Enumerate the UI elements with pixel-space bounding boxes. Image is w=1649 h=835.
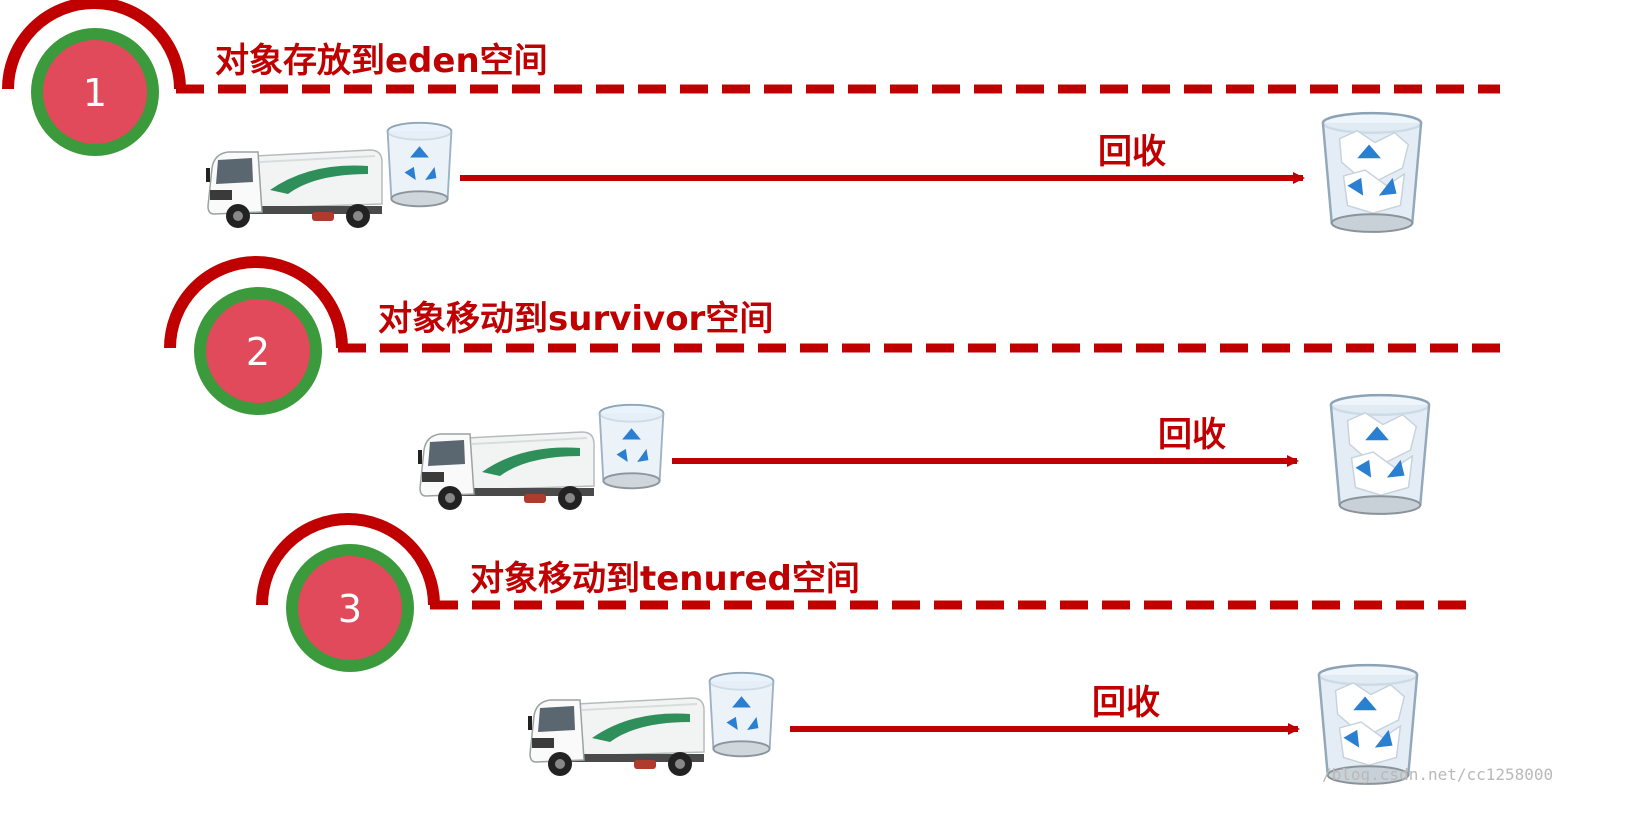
step-2-title: 对象移动到survivor空间 [378, 299, 773, 339]
step-2-number: 2 [246, 330, 270, 374]
sweeper-truck-icon [417, 431, 595, 511]
step-2-arc [164, 256, 348, 349]
recycle-bin-icon [708, 671, 775, 758]
step-3-arc [256, 513, 440, 606]
step-2-badge [194, 287, 322, 415]
step-1-number: 1 [83, 71, 107, 115]
step-3-title: 对象移动到tenured空间 [470, 559, 860, 599]
step-3-arrow-label: 回收 [1092, 683, 1160, 723]
recycle-bin-icon [598, 403, 665, 490]
step-3-badge [286, 544, 414, 672]
recycle-bin-icon [386, 121, 453, 208]
step-2-arrow-label: 回收 [1158, 415, 1226, 455]
recycle-bin-icon [1329, 393, 1431, 516]
step-1-title: 对象存放到eden空间 [215, 41, 548, 81]
watermark: /blog.csdn.net/cc1258000 [1322, 765, 1553, 784]
step-2: 2 对象移动到survivor空间 回收 [164, 256, 1500, 516]
step-1-arrow-label: 回收 [1098, 132, 1166, 172]
step-3: 3 对象移动到tenured空间 回收 [256, 513, 1480, 786]
sweeper-truck-icon [527, 697, 705, 777]
sweeper-truck-icon [205, 149, 383, 229]
step-1-arc [2, 0, 186, 90]
step-1-badge [31, 28, 159, 156]
step-1: 1 对象存放到eden空间 回收 [2, 0, 1500, 234]
step-3-number: 3 [338, 587, 362, 631]
recycle-bin-icon [1321, 111, 1423, 234]
